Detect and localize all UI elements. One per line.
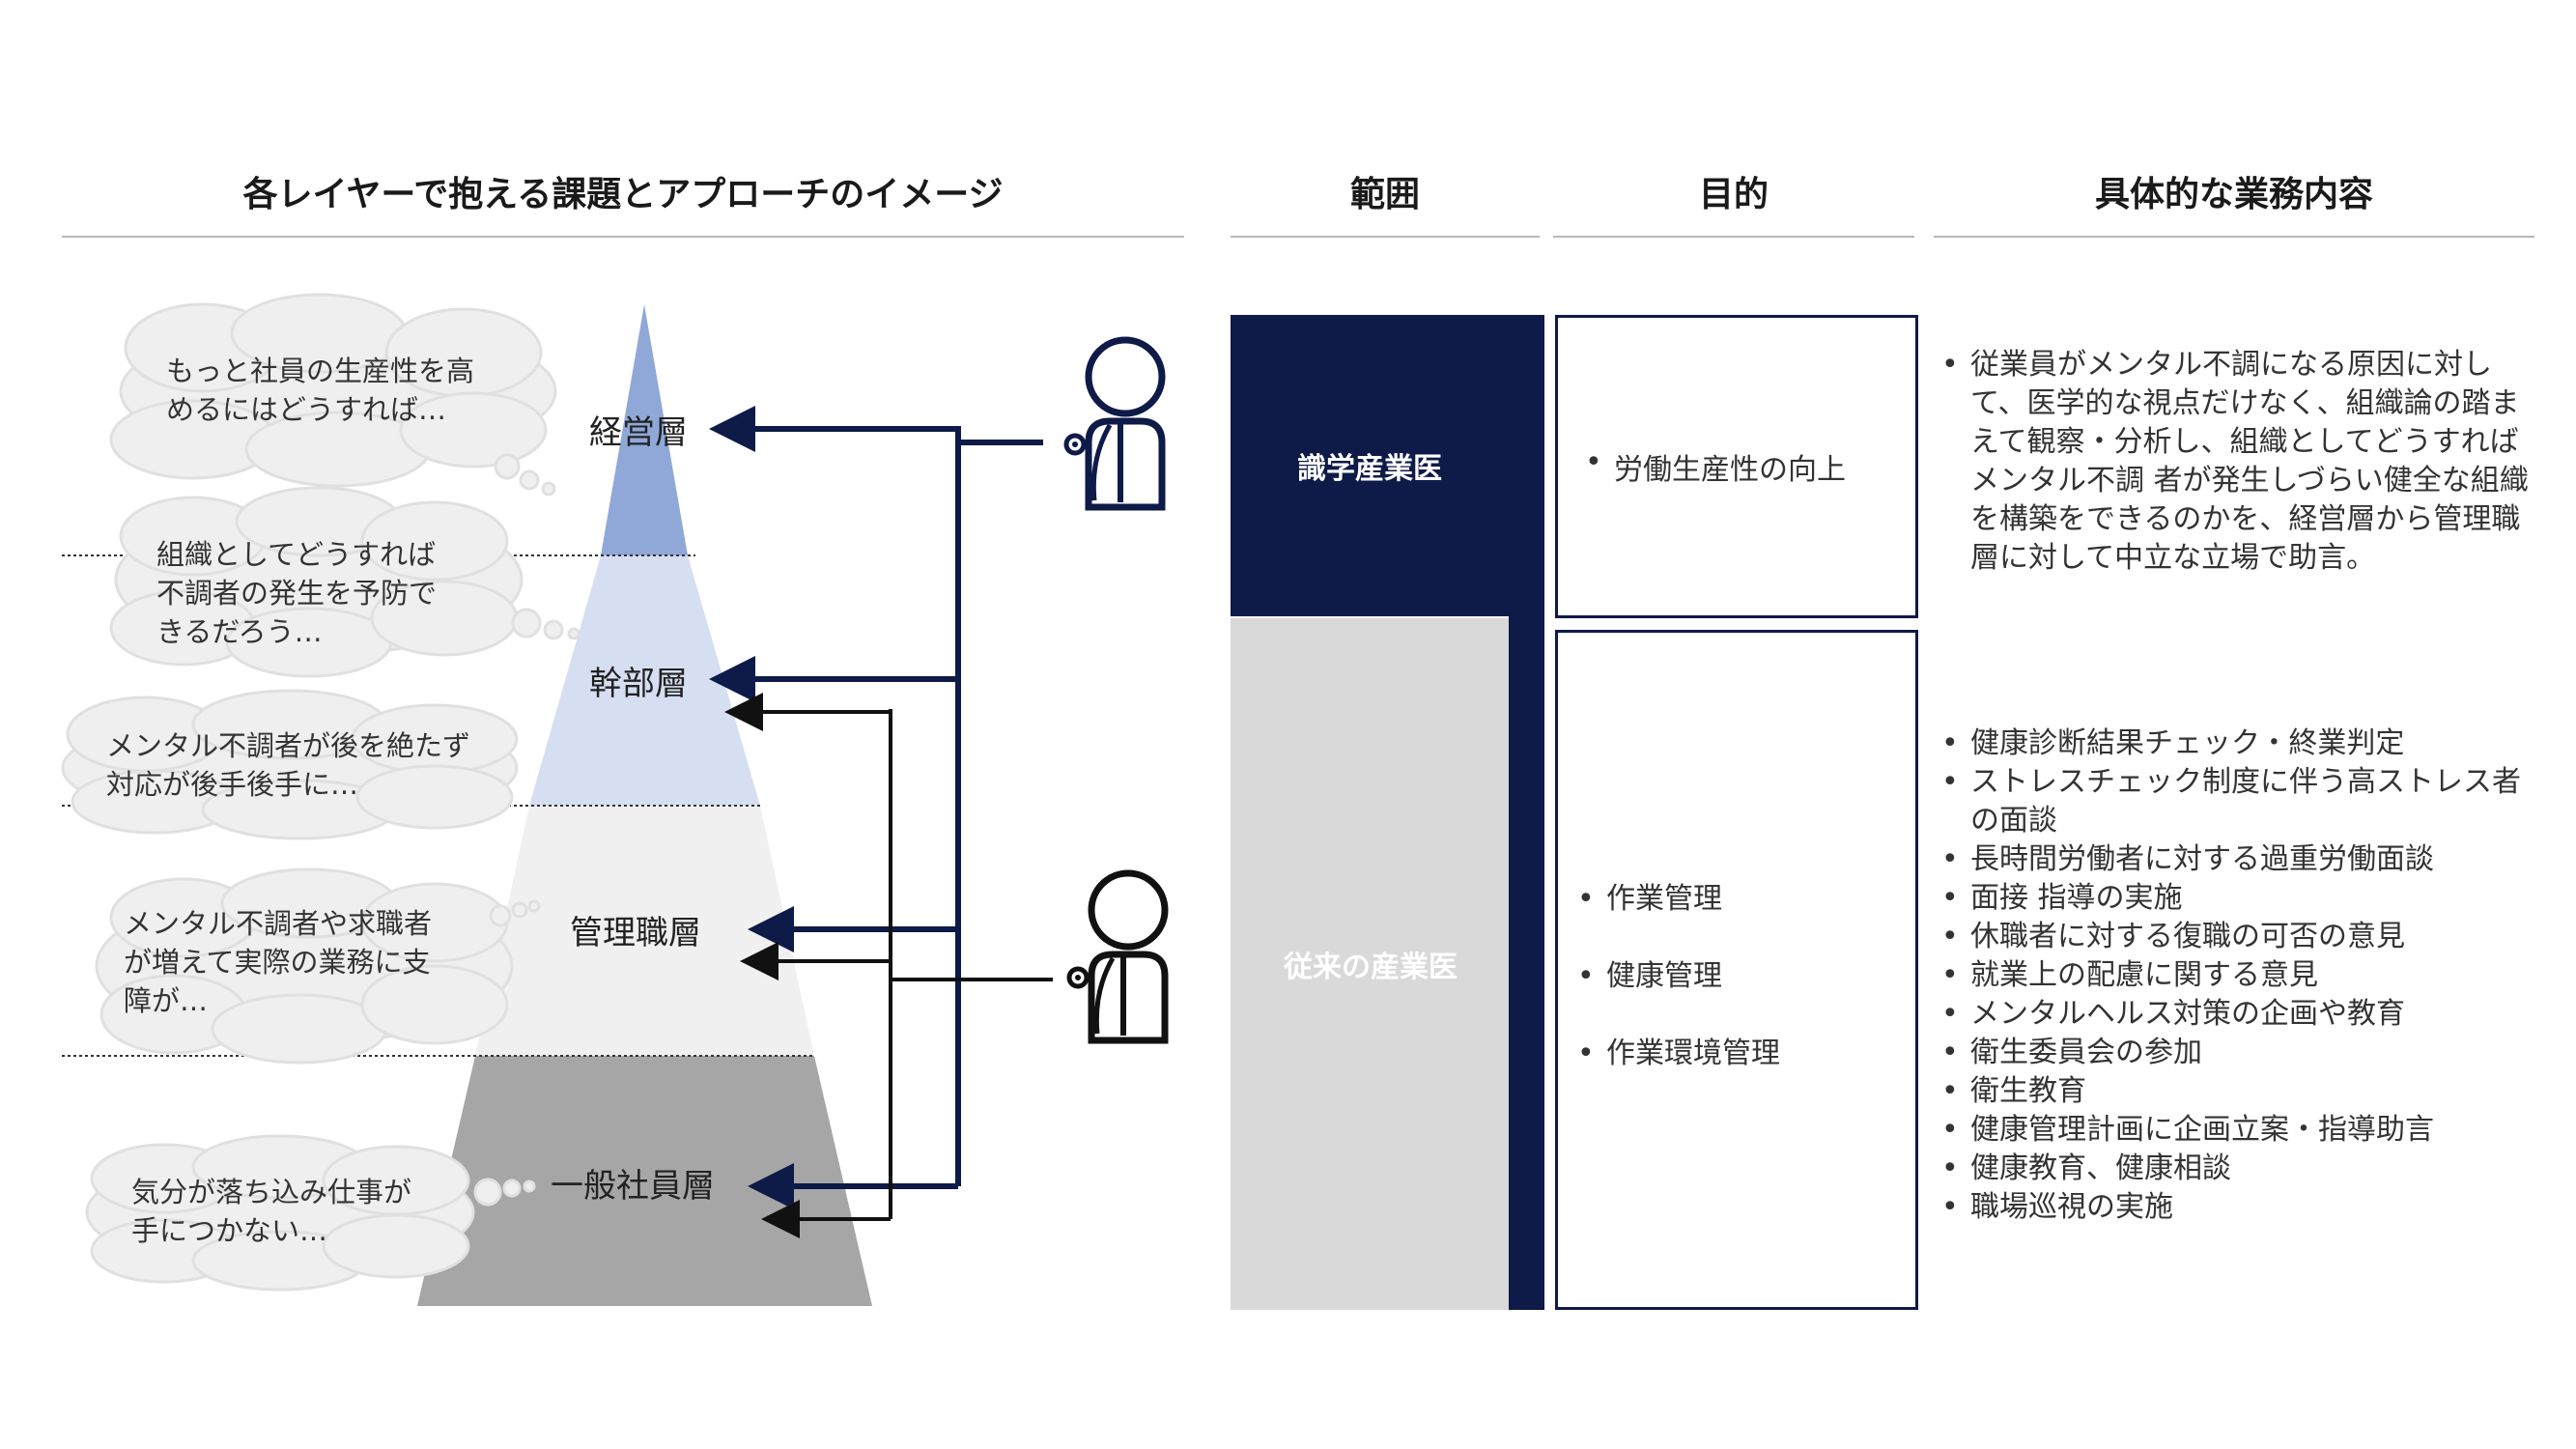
header-details-rule	[1934, 236, 2534, 238]
thought-bubble-2	[109, 486, 580, 678]
header-left: 各レイヤーで抱える課題とアプローチのイメージ	[242, 175, 1004, 214]
purpose-box-bottom: 作業管理 健康管理 作業環境管理	[1555, 630, 1918, 1310]
black-connectors	[724, 693, 1053, 1238]
header-details: 具体的な業務内容	[2094, 175, 2373, 214]
layer-label-executive: 経営層	[589, 413, 688, 452]
pyramid-tier-manager	[475, 806, 814, 1056]
detail-item: メンタルヘルス対策の企画や教育	[1932, 995, 2540, 1034]
purpose-list-bottom: 作業管理 健康管理 作業環境管理	[1568, 861, 1780, 1093]
header-purpose: 目的	[1698, 175, 1769, 214]
detail-item: 就業上の配慮に関する意見	[1932, 956, 2540, 995]
doctor-icon	[1066, 869, 1169, 1044]
bubble-text-4: メンタル不調者や求職者 が増えて実際の業務に支 障が…	[124, 907, 433, 1017]
layer-label-senior: 幹部層	[589, 665, 688, 703]
scope-label-traditional: 従来の産業医	[1284, 951, 1458, 984]
details-list-top: 従業員がメンタル不調になる原因に対して、医学的な視点だけなく、組織論の踏まえて観…	[1932, 346, 2540, 578]
detail-item: 衛生委員会の参加	[1932, 1034, 2540, 1072]
detail-item: 衛生教育	[1932, 1072, 2540, 1111]
header-purpose-rule	[1553, 236, 1914, 238]
details-list-bottom: 健康診断結果チェック・終業判定 ストレスチェック制度に伴う高ストレス者の面談 長…	[1932, 724, 2540, 1227]
purpose-item: 作業環境管理	[1568, 1015, 1780, 1093]
purpose-item: 作業管理	[1568, 861, 1780, 938]
pyramid-tier-staff	[417, 1056, 872, 1306]
navy-connectors	[709, 406, 1043, 1209]
detail-item: 健康教育、健康相談	[1932, 1150, 2540, 1188]
purpose-item: 健康管理	[1568, 938, 1780, 1015]
detail-item: ストレスチェック制度に伴う高ストレス者の面談	[1932, 763, 2540, 840]
bubble-text-3: メンタル不調者が後を絶たず 対応が後手後手に…	[106, 729, 471, 801]
bubble-text-1: もっと社員の生産性を高 めるにはどうすれば…	[166, 355, 475, 426]
header-left-rule	[62, 236, 1184, 238]
scope-traditional-block	[1231, 618, 1511, 1310]
purpose-list-top: 労働生産性の向上	[1575, 445, 1846, 488]
detail-item: 健康管理計画に企画立案・指導助言	[1932, 1111, 2540, 1150]
detail-item: 面接 指導の実施	[1932, 879, 2540, 918]
pyramid-tier-senior	[529, 555, 760, 806]
doctor-icon	[1063, 336, 1166, 511]
scope-label-shikigaku: 識学産業医	[1297, 452, 1442, 486]
detail-item: 職場巡視の実施	[1932, 1188, 2540, 1227]
header-scope-rule	[1231, 236, 1540, 238]
scope-shikigaku-strip	[1509, 315, 1544, 1310]
layer-label-manager: 管理職層	[570, 914, 701, 952]
purpose-item: 労働生産性の向上	[1575, 445, 1846, 488]
detail-item: 健康診断結果チェック・終業判定	[1932, 724, 2540, 763]
layer-label-staff: 一般社員層	[551, 1167, 715, 1206]
detail-item: 従業員がメンタル不調になる原因に対して、医学的な視点だけなく、組織論の踏まえて観…	[1932, 346, 2540, 578]
header-scope: 範囲	[1349, 175, 1420, 214]
bubble-text-2: 組織としてどうすれば 不調者の発生を予防で きるだろう…	[156, 538, 438, 648]
scope-shikigaku-block	[1231, 315, 1544, 616]
thought-bubble-5	[85, 1134, 536, 1292]
pyramid-tier-executive	[601, 304, 688, 555]
thought-bubble-3	[61, 689, 519, 840]
thought-bubbles	[61, 293, 580, 1292]
layer-diagram	[61, 293, 1169, 1306]
thought-bubble-1	[109, 293, 557, 497]
purpose-box-top: 労働生産性の向上	[1555, 315, 1918, 618]
detail-item: 長時間労働者に対する過重労働面談	[1932, 840, 2540, 879]
thought-bubble-4	[95, 867, 541, 1065]
detail-item: 休職者に対する復職の可否の意見	[1932, 918, 2540, 956]
bubble-text-5: 気分が落ち込み仕事が 手につかない…	[131, 1176, 412, 1247]
